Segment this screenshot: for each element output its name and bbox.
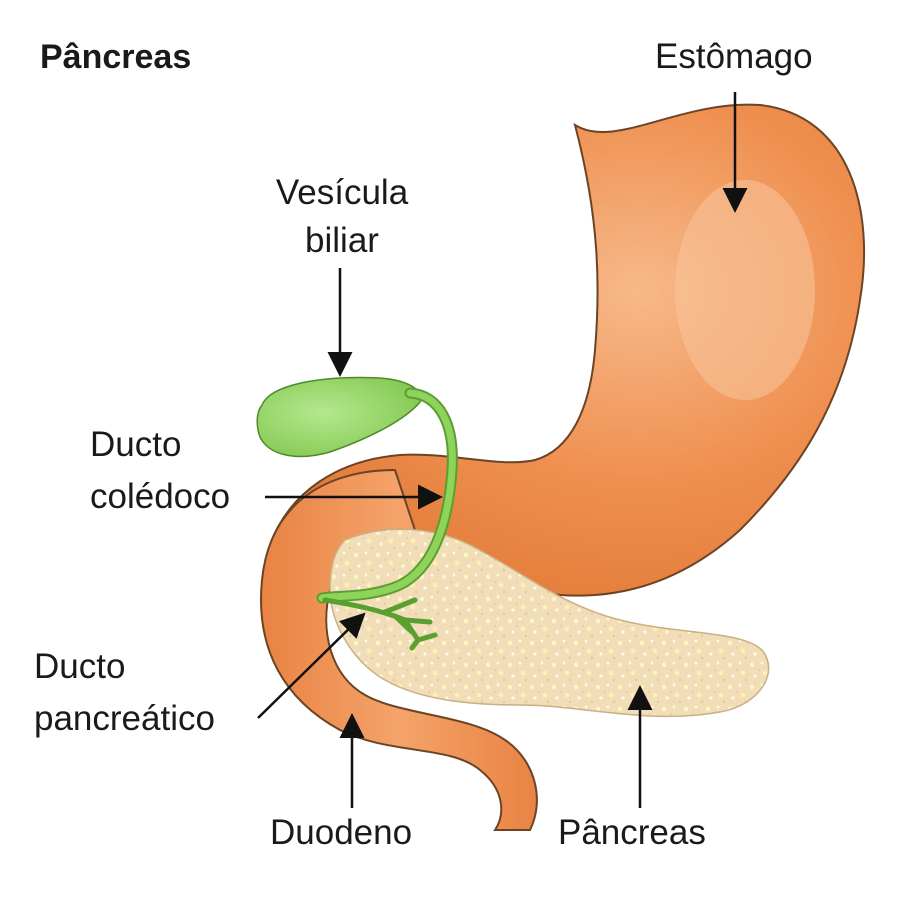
- gallbladder-shape: [256, 376, 422, 458]
- label-duodenum: Duodeno: [270, 813, 413, 852]
- pancreatic-duct: [322, 597, 438, 651]
- label-pancreatic-duct-line2: pancreático: [34, 699, 215, 738]
- label-pancreatic-duct-line1: Ducto: [34, 647, 126, 686]
- pancreas-shape: [329, 528, 770, 718]
- figure-title: Pâncreas: [40, 38, 192, 76]
- label-gallbladder-line1: Vesícula: [275, 173, 409, 212]
- label-gallbladder-line2: biliar: [305, 221, 379, 260]
- duodenum-shape: [260, 468, 538, 831]
- label-stomach: Estômago: [655, 37, 813, 76]
- label-common-bile-duct-line1: Ducto: [90, 425, 182, 464]
- label-common-bile-duct-line2: colédoco: [90, 477, 231, 516]
- arrow-pancreatic-duct: [257, 612, 366, 719]
- label-pancreas: Pâncreas: [558, 813, 706, 852]
- stomach-highlight: [675, 180, 815, 400]
